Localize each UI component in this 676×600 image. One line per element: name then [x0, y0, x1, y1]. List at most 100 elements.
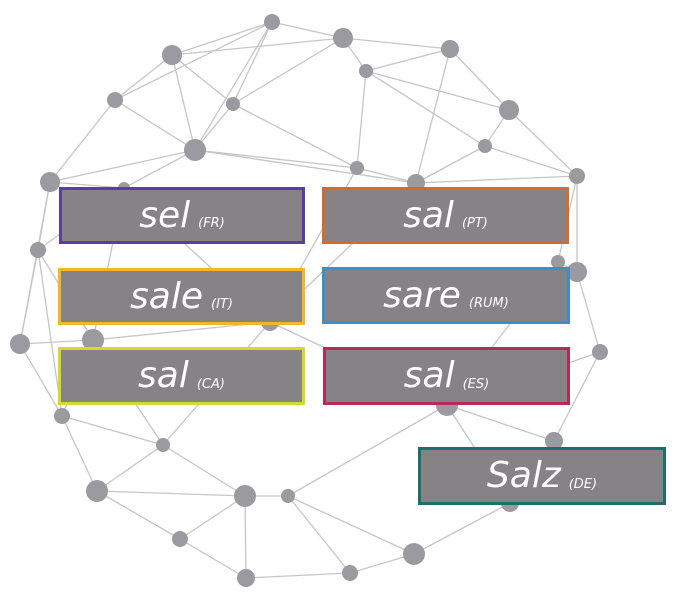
network-edge: [356, 167, 417, 184]
network-edge: [244, 495, 247, 579]
network-node: [569, 168, 585, 184]
network-edge: [271, 21, 344, 39]
word-box-romanian: sare (RUM): [322, 267, 570, 324]
network-edge: [287, 495, 415, 555]
network-edge: [232, 37, 344, 105]
network-edge: [49, 99, 116, 183]
word-box-italian: sale (IT): [58, 268, 305, 325]
network-edge: [245, 572, 351, 579]
network-edge: [92, 321, 271, 341]
network-edge: [287, 495, 351, 574]
network-edge: [61, 415, 98, 492]
network-node: [172, 531, 188, 547]
network-edge: [194, 149, 417, 184]
language-code: (RUM): [468, 296, 509, 311]
network-node: [567, 262, 587, 282]
network-edge: [349, 553, 415, 574]
network-node: [156, 438, 170, 452]
network-edge: [287, 404, 448, 497]
word-text: Salz: [486, 455, 561, 496]
network-edge: [194, 21, 273, 151]
network-edge: [171, 54, 196, 151]
word-text: sel: [139, 194, 191, 236]
network-node: [107, 92, 123, 108]
network-edge: [96, 490, 181, 540]
network-edge: [19, 339, 94, 345]
network-edge: [171, 21, 273, 56]
network-node: [403, 543, 425, 565]
language-code: (PT): [461, 216, 488, 231]
network-edge: [19, 181, 51, 345]
language-code: (CA): [196, 376, 225, 392]
network-node: [82, 329, 104, 351]
network-node: [281, 489, 295, 503]
network-edge: [123, 149, 196, 189]
network-edge: [365, 70, 486, 147]
word-box-french: sel (FR): [59, 187, 305, 244]
network-edge: [114, 21, 273, 101]
network-edge: [171, 54, 234, 105]
language-code: (DE): [568, 476, 598, 492]
network-edge: [194, 149, 358, 169]
network-node: [499, 100, 519, 120]
word-box-portuguese: sal (PT): [322, 187, 569, 244]
network-edge: [413, 502, 511, 555]
word-box-spanish: sal (ES): [323, 347, 570, 405]
network-node: [162, 45, 182, 65]
network-edge: [508, 109, 578, 177]
network-node: [545, 432, 563, 450]
network-edge: [232, 103, 358, 169]
language-code: (IT): [211, 297, 233, 312]
network-edge: [342, 37, 451, 50]
network-node: [10, 334, 30, 354]
network-edge: [179, 495, 246, 540]
network-nodes: [10, 14, 608, 587]
network-node: [184, 139, 206, 161]
network-edge: [415, 48, 451, 184]
network-node: [342, 565, 358, 581]
network-node: [264, 14, 280, 30]
network-edge: [114, 54, 173, 101]
word-box-german: Salz (DE): [418, 447, 666, 505]
network-edge: [484, 145, 578, 177]
word-text: sal: [403, 194, 454, 236]
network-node: [234, 485, 256, 507]
network-edge: [553, 351, 601, 442]
network-edge: [365, 48, 451, 72]
word-text: sale: [130, 275, 204, 317]
network-edge: [179, 538, 247, 579]
network-node: [350, 161, 364, 175]
network-node: [551, 255, 565, 269]
language-code: (ES): [462, 376, 490, 392]
network-edge: [449, 48, 510, 111]
word-box-catalan: sal (CA): [58, 347, 305, 405]
network-edge: [576, 271, 601, 353]
network-node: [333, 28, 353, 48]
network-edges: [19, 21, 601, 579]
network-edge: [49, 149, 196, 183]
word-text: sare: [383, 274, 461, 316]
network-edge: [446, 404, 555, 442]
network-node: [478, 139, 492, 153]
network-node: [441, 40, 459, 58]
network-edge: [96, 444, 164, 492]
network-edge: [19, 343, 63, 417]
network-edge: [162, 444, 246, 497]
word-text: sal: [138, 355, 189, 396]
network-node: [86, 480, 108, 502]
network-node: [592, 344, 608, 360]
network-node: [237, 569, 255, 587]
network-edge: [415, 145, 486, 184]
word-text: sal: [403, 355, 455, 396]
network-node: [226, 97, 240, 111]
network-node: [30, 242, 46, 258]
network-edge: [232, 21, 273, 105]
network-edge: [114, 99, 196, 151]
network-edge: [365, 70, 510, 111]
network-edge: [415, 175, 578, 184]
language-code: (FR): [198, 216, 225, 231]
network-edge: [356, 70, 367, 169]
network-edge: [96, 490, 246, 497]
